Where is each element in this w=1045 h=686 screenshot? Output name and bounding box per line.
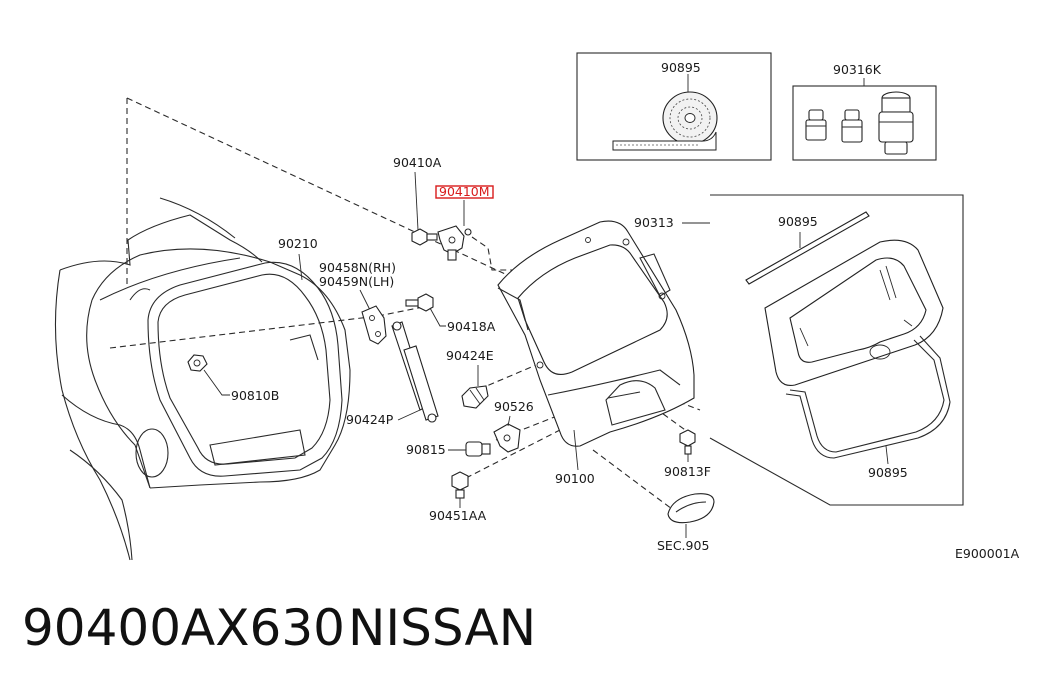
bolt-90418A [405,293,446,327]
highlight-box-90410M [435,185,494,199]
label-sec905: SEC.905 [657,538,709,553]
bolt-90813F [679,429,696,455]
label-90810B: 90810B [231,388,279,403]
plug-medium-icon [841,109,863,143]
label-90895-seal: 90895 [868,465,908,480]
vehicle-body-outline [54,197,351,561]
bumper-90815 [465,441,491,457]
handle-sec905 [667,493,715,524]
label-90813F: 90813F [664,464,711,479]
label-90424E: 90424E [446,348,494,363]
glass-group-90313: 90313 90895 90895 [634,194,964,506]
label-90316K: 90316K [833,62,882,77]
label-90815: 90815 [406,442,446,457]
hinge-90410M [437,225,472,261]
label-90895-roll: 90895 [661,60,701,75]
inset-box-90895-roll: 90895 [576,52,772,161]
label-90526: 90526 [494,399,534,414]
label-90451AA: 90451AA [429,508,487,523]
diagram-code: E900001A [955,546,1020,561]
label-90459N: 90459N(LH) [319,274,394,289]
label-90458N: 90458N(RH) [319,260,396,275]
bracket-90526 [493,423,521,453]
label-90210: 90210 [278,236,318,251]
label-90424P: 90424P [346,412,394,427]
weatherstrip-90895 [785,335,951,459]
label-90410M: 90410M [439,184,490,199]
bolt-90451AA [451,471,469,499]
label-90418A: 90418A [447,319,496,334]
label-90100: 90100 [555,471,595,486]
bolt-90410A [411,228,438,246]
footer-part-number: 90400AX630 [22,599,345,657]
clip-90810B [187,354,230,396]
plug-large-icon [878,91,914,155]
label-90895-strip: 90895 [778,214,818,229]
label-90410A: 90410A [393,155,442,170]
stopper-90424E [461,385,489,409]
gas-stay-90424P [391,321,439,423]
moulding-strip-90895 [745,211,870,285]
inset-box-90316K-plugs: 90316K [792,62,937,161]
footer-brand: NISSAN [348,599,537,657]
sealant-roll-icon [612,91,718,151]
back-door-panel-90100 [497,220,695,447]
stay-bracket-90458N [361,305,387,345]
plug-small-icon [805,109,827,141]
label-90313: 90313 [634,215,674,230]
